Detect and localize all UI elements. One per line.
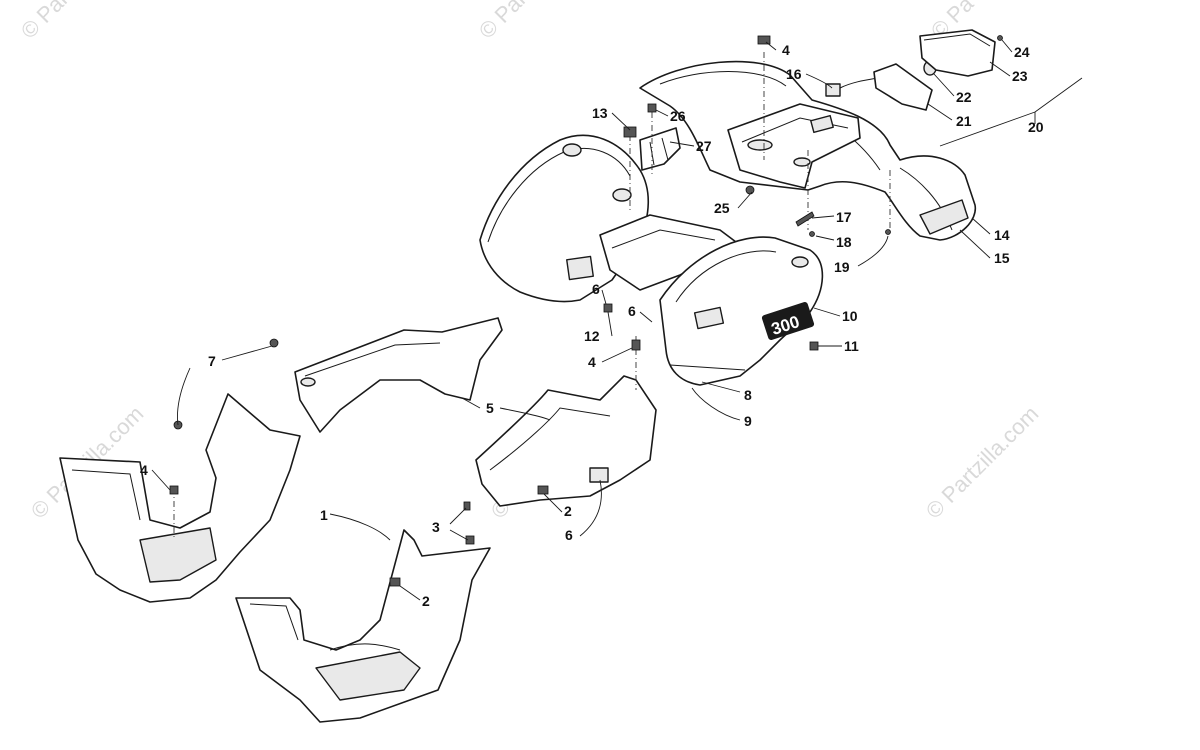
callout-24: 24 xyxy=(1014,44,1030,60)
watermark-top-center: © Partzilla.com xyxy=(474,0,597,44)
callout-labels: 1 2 2 3 4 4 4 5 6 6 6 7 8 9 10 11 12 13 … xyxy=(140,42,1044,609)
callout-10: 10 xyxy=(842,308,858,324)
callout-19: 19 xyxy=(834,259,850,275)
callout-2b: 2 xyxy=(422,593,430,609)
callout-2a: 2 xyxy=(564,503,572,519)
callout-6b: 6 xyxy=(628,303,636,319)
callout-21: 21 xyxy=(956,113,972,129)
callout-22: 22 xyxy=(956,89,972,105)
callout-7: 7 xyxy=(208,353,216,369)
callout-6a: 6 xyxy=(592,281,600,297)
side-panel[interactable]: 300 xyxy=(659,236,824,386)
callout-23: 23 xyxy=(1012,68,1028,84)
left-footwell[interactable] xyxy=(59,393,301,603)
callout-11: 11 xyxy=(844,338,859,354)
callout-6c: 6 xyxy=(565,527,573,543)
front-fender[interactable] xyxy=(479,134,741,303)
decal-300 xyxy=(761,302,815,340)
callout-18: 18 xyxy=(836,234,852,250)
connector-and-lamp-harness[interactable] xyxy=(825,77,879,97)
callout-26: 26 xyxy=(670,108,686,124)
callout-14: 14 xyxy=(994,227,1010,243)
callout-12: 12 xyxy=(584,328,600,344)
callout-15: 15 xyxy=(994,250,1010,266)
callout-4b: 4 xyxy=(588,354,596,370)
callout-4c: 4 xyxy=(140,462,148,478)
callout-1: 1 xyxy=(320,507,328,523)
inner-fender-panel[interactable] xyxy=(294,317,503,433)
callout-5: 5 xyxy=(486,400,494,416)
callout-8: 8 xyxy=(744,387,752,403)
callout-13: 13 xyxy=(592,105,608,121)
callout-9: 9 xyxy=(744,413,752,429)
front-fender-bracket[interactable] xyxy=(639,127,681,171)
callout-25: 25 xyxy=(714,200,730,216)
leader-lines xyxy=(151,39,1083,601)
callout-3: 3 xyxy=(432,519,440,535)
callout-27: 27 xyxy=(696,138,712,154)
footwell-shield[interactable] xyxy=(475,375,657,507)
watermark-right: © Partzilla.com xyxy=(921,401,1044,524)
callout-16: 16 xyxy=(786,66,802,82)
right-footwell[interactable] xyxy=(235,529,491,723)
callout-20: 20 xyxy=(1028,119,1044,135)
callout-17: 17 xyxy=(836,209,852,225)
taillight-housing[interactable] xyxy=(873,29,1003,111)
callout-4a: 4 xyxy=(782,42,790,58)
watermark-top-left: © Partzilla.com xyxy=(16,0,139,44)
storage-rack-plate[interactable] xyxy=(727,103,861,189)
fastener-bolts xyxy=(169,35,891,587)
